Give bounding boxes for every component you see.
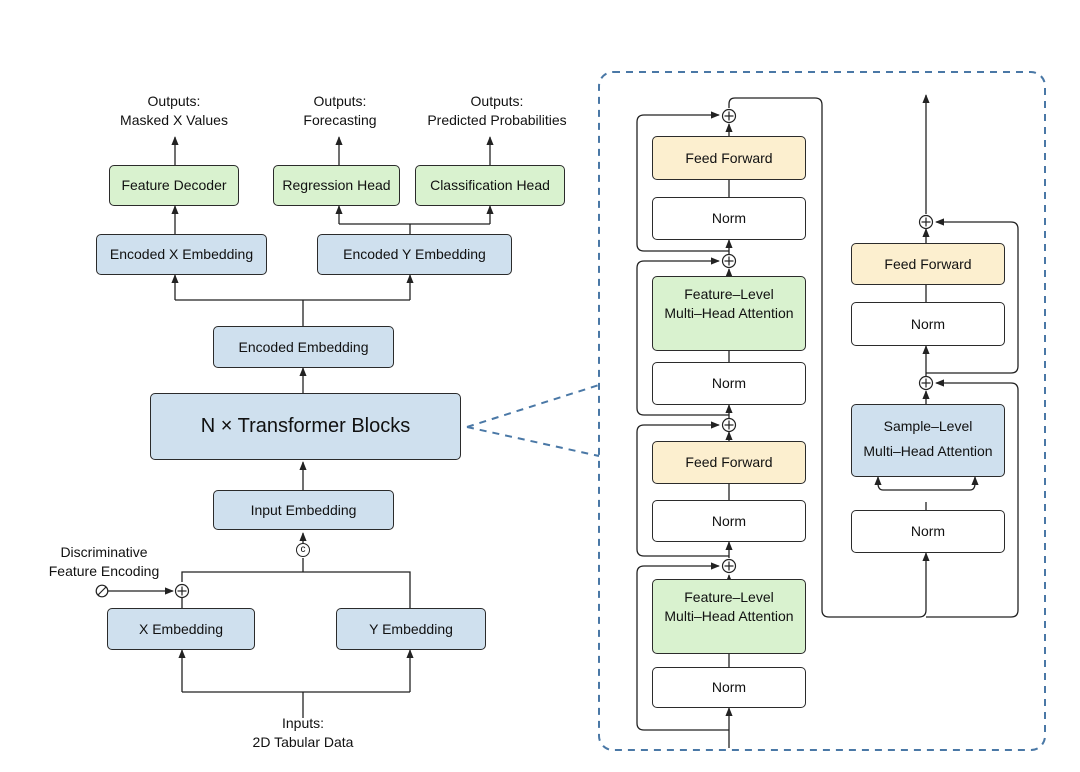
output-predicted-probabilities: Outputs: Predicted Probabilities bbox=[412, 92, 582, 130]
output-title: Outputs: bbox=[470, 93, 524, 109]
output-title: Outputs: bbox=[147, 93, 201, 109]
null-symbol-icon bbox=[95, 584, 109, 598]
sample-level-attention-box: Sample–Level Multi–Head Attention bbox=[851, 404, 1005, 477]
output-text: Predicted Probabilities bbox=[427, 111, 567, 128]
output-forecasting: Outputs: Forecasting bbox=[275, 92, 405, 130]
discriminative-feature-encoding-label: Discriminative Feature Encoding bbox=[36, 543, 172, 581]
transformer-blocks-box: N × Transformer Blocks bbox=[150, 393, 461, 460]
attention-line2: Multi–Head Attention bbox=[664, 304, 794, 321]
feature-level-attention-box: Feature–Level Multi–Head Attention bbox=[652, 579, 806, 654]
output-text: Masked X Values bbox=[120, 111, 228, 128]
input-embedding-box: Input Embedding bbox=[213, 490, 394, 530]
norm-box: Norm bbox=[652, 500, 806, 542]
feature-decoder-box: Feature Decoder bbox=[109, 165, 239, 206]
x-embedding-box: X Embedding bbox=[107, 608, 255, 650]
y-embedding-box: Y Embedding bbox=[336, 608, 486, 650]
attention-line2: Multi–Head Attention bbox=[664, 607, 794, 624]
attention-line1: Feature–Level bbox=[684, 286, 774, 302]
concat-icon: c bbox=[296, 543, 310, 557]
add-icon bbox=[721, 417, 737, 433]
add-icon bbox=[721, 253, 737, 269]
output-masked-x-values: Outputs: Masked X Values bbox=[104, 92, 244, 130]
output-title: Outputs: bbox=[313, 93, 367, 109]
add-icon bbox=[174, 583, 190, 599]
feed-forward-box: Feed Forward bbox=[851, 243, 1005, 285]
inputs-title: Inputs: bbox=[281, 715, 325, 731]
attention-line1: Sample–Level bbox=[883, 418, 973, 434]
feature-level-attention-box: Feature–Level Multi–Head Attention bbox=[652, 276, 806, 351]
norm-box: Norm bbox=[652, 197, 806, 240]
encoded-y-embedding-box: Encoded Y Embedding bbox=[317, 234, 512, 275]
add-icon bbox=[918, 214, 934, 230]
output-text: Forecasting bbox=[303, 111, 377, 128]
norm-box: Norm bbox=[652, 362, 806, 405]
add-icon bbox=[721, 108, 737, 124]
inputs-text: 2D Tabular Data bbox=[252, 733, 354, 750]
encoded-embedding-box: Encoded Embedding bbox=[213, 326, 394, 368]
norm-box: Norm bbox=[851, 510, 1005, 553]
inputs-label: Inputs: 2D Tabular Data bbox=[223, 714, 383, 752]
discriminative-line2: Feature Encoding bbox=[48, 562, 160, 579]
norm-box: Norm bbox=[652, 667, 806, 708]
add-icon bbox=[721, 558, 737, 574]
regression-head-box: Regression Head bbox=[273, 165, 400, 206]
attention-line2: Multi–Head Attention bbox=[863, 442, 993, 459]
feed-forward-box: Feed Forward bbox=[652, 136, 806, 180]
feed-forward-box: Feed Forward bbox=[652, 441, 806, 484]
attention-line1: Feature–Level bbox=[684, 589, 774, 605]
add-icon bbox=[918, 375, 934, 391]
encoded-x-embedding-box: Encoded X Embedding bbox=[96, 234, 267, 275]
discriminative-line1: Discriminative bbox=[60, 544, 148, 560]
classification-head-box: Classification Head bbox=[415, 165, 565, 206]
norm-box: Norm bbox=[851, 302, 1005, 346]
